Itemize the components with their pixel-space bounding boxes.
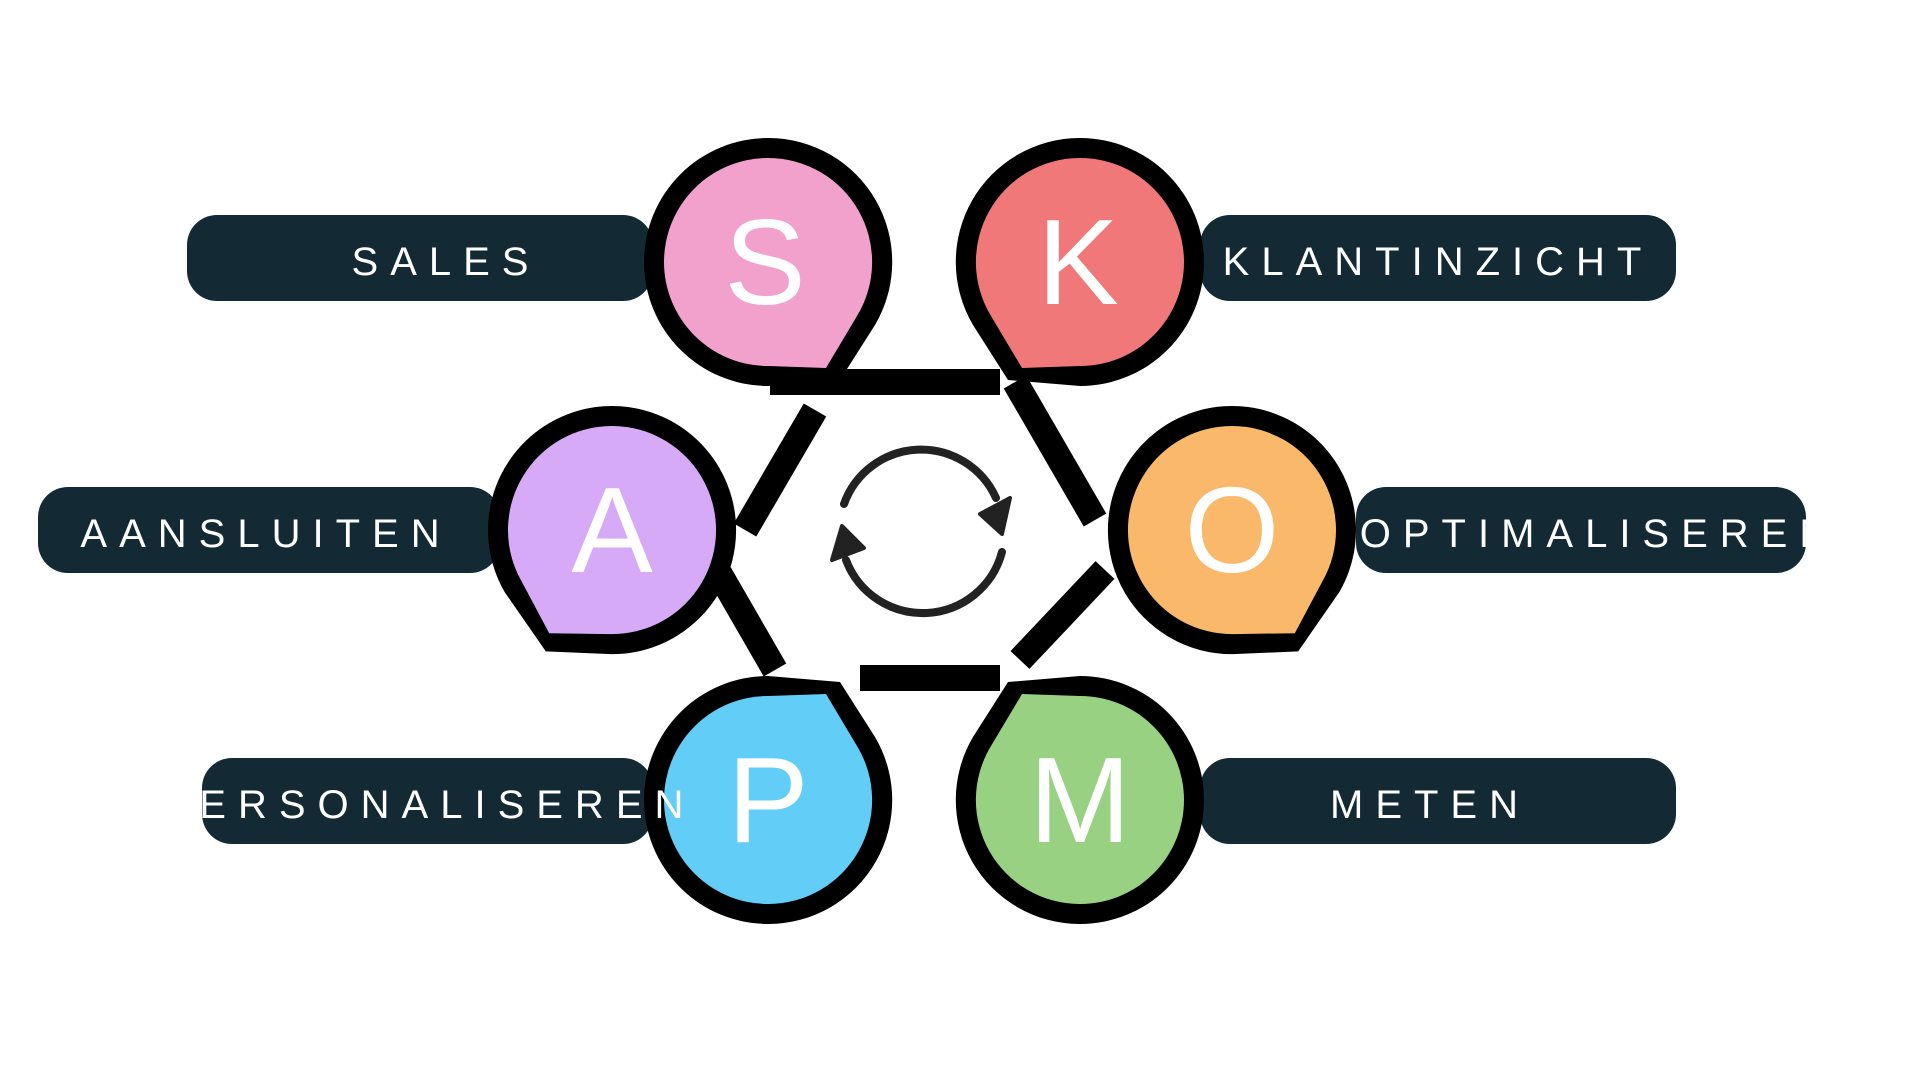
label-bar-klantinzicht: [1200, 215, 1676, 301]
node-optimaliseren: [1107, 406, 1356, 655]
connector-line: [733, 403, 827, 537]
node-aansluiten: [488, 406, 737, 655]
cycle-arrows-icon: [830, 445, 1012, 617]
cycle-arrow-bottom: [842, 548, 1006, 617]
label-bar-aansluiten: [38, 487, 500, 573]
node-letter: K: [1037, 194, 1118, 330]
node-personaliseren: [644, 676, 893, 925]
label-bars: [38, 215, 1806, 844]
label-optimaliseren: OPTIMALISEREN: [1360, 512, 1841, 556]
cycle-arrow-bottom-head: [830, 524, 866, 562]
node-letter: M: [1029, 732, 1131, 868]
connector-line: [1003, 375, 1107, 527]
node-fill: [664, 157, 873, 368]
node-fill: [1128, 426, 1336, 635]
node-sales: S: [644, 137, 893, 386]
label-klantinzicht: KLANTINZICHT: [1223, 240, 1654, 284]
node-klantinzicht: [955, 137, 1204, 386]
label-personaliseren: PERSONALISEREN: [161, 783, 696, 827]
node-fill: [508, 426, 716, 635]
label-bar-meten: [1200, 758, 1676, 844]
node-letter: A: [571, 462, 653, 598]
node-meten: [955, 676, 1204, 925]
connector-line: [1010, 561, 1115, 669]
node-letter: S: [724, 194, 805, 330]
label-bar-sales: [187, 215, 653, 301]
star-connectors: [688, 369, 1115, 691]
node-fill: [664, 694, 873, 905]
cycle-arrow-top-head: [978, 496, 1012, 536]
label-bar-personaliseren: [202, 758, 653, 844]
label-sales: SALES: [352, 240, 541, 284]
cycle-arrow-top: [840, 445, 1000, 508]
label-meten: METEN: [1330, 783, 1530, 827]
label-bar-optimaliseren: [1356, 487, 1806, 573]
node-letter: P: [727, 732, 808, 868]
node-letter: O: [1185, 462, 1280, 598]
node-fill: [975, 157, 1184, 368]
label-aansluiten: AANSLUITEN: [80, 512, 451, 556]
node-fill: [975, 694, 1184, 905]
